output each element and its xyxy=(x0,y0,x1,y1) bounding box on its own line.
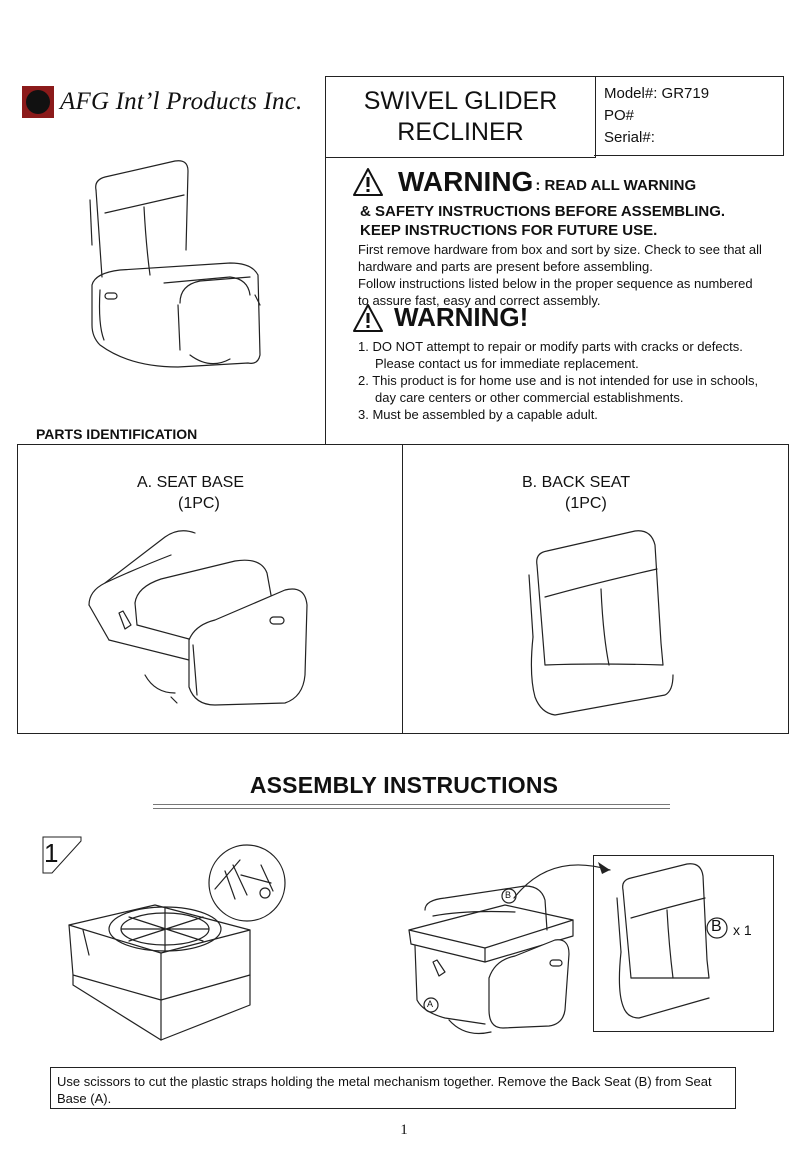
move-arrow-icon xyxy=(513,862,611,899)
part-a-label: A. SEAT BASE xyxy=(137,474,245,491)
quantity-label: x 1 xyxy=(733,922,752,938)
warning-body-4: to assure fast, easy and correct assembl… xyxy=(358,293,601,308)
seat-base-illustration xyxy=(88,530,308,706)
logo-mark-icon xyxy=(22,86,54,118)
part-b-label: B. BACK SEAT xyxy=(522,474,631,491)
warning-triangle-icon xyxy=(353,168,383,196)
model-info: Model#: GR719 PO# Serial#: xyxy=(594,76,784,156)
warning-body-3: Follow instructions listed below in the … xyxy=(358,276,753,291)
part-a-qty: (1PC) xyxy=(178,495,220,512)
po-number: PO# xyxy=(604,107,635,124)
callout-b-detail: B xyxy=(711,918,722,935)
warning-panel xyxy=(325,156,785,444)
box-mechanism-illustration xyxy=(68,844,286,1041)
parts-panel xyxy=(17,444,789,734)
back-seat-detail-box xyxy=(593,855,774,1032)
model-number: Model#: GR719 xyxy=(604,85,710,102)
parts-divider xyxy=(402,444,403,734)
back-seat-detail-illustration xyxy=(616,863,710,1019)
step-number-tag xyxy=(42,836,82,874)
warning-title-2: WARNING! xyxy=(394,302,529,332)
warning-heading: WARNING : READ ALL WARNING xyxy=(352,166,696,198)
warning-heading-2: WARNING! xyxy=(352,302,528,333)
instruction-text: Use scissors to cut the plastic straps h… xyxy=(50,1067,736,1109)
callout-b: B xyxy=(505,890,512,900)
warning-body-1: First remove hardware from box and sort … xyxy=(358,242,762,257)
document-title: SWIVEL GLIDER RECLINER xyxy=(325,76,596,158)
warning-item-1b: Please contact us for immediate replacem… xyxy=(375,356,639,371)
warning-line-3: KEEP INSTRUCTIONS FOR FUTURE USE. xyxy=(360,222,658,239)
warning-subtitle: : READ ALL WARNING xyxy=(535,177,697,194)
assembly-divider xyxy=(153,804,670,809)
company-name: AFG Int’l Products Inc. xyxy=(60,88,303,115)
warning-triangle-icon xyxy=(353,303,383,332)
warning-item-1: 1. DO NOT attempt to repair or modify pa… xyxy=(358,339,743,354)
callout-b-circle-icon xyxy=(706,917,728,939)
warning-line-2: & SAFETY INSTRUCTIONS BEFORE ASSEMBLING. xyxy=(360,203,726,220)
callout-a: A xyxy=(427,999,434,1009)
page-number: 1 xyxy=(400,1122,408,1138)
part-b-qty: (1PC) xyxy=(565,495,607,512)
serial-number: Serial#: xyxy=(604,129,655,146)
title-line-1: SWIVEL GLIDER xyxy=(363,87,558,115)
warning-item-3: 3. Must be assembled by a capable adult. xyxy=(358,407,598,422)
warning-title: WARNING xyxy=(398,166,534,197)
recliner-illustration xyxy=(89,160,261,368)
warning-body-2: hardware and parts are present before as… xyxy=(358,259,653,274)
parts-identification-title: PARTS IDENTIFICATION xyxy=(36,426,198,442)
step-number: 1 xyxy=(44,838,59,868)
assembly-title: ASSEMBLY INSTRUCTIONS xyxy=(249,772,559,798)
warning-item-2: 2. This product is for home use and is n… xyxy=(358,373,759,388)
company-logo: AFG Int’l Products Inc. xyxy=(22,80,322,124)
warning-item-2b: day care centers or other commercial est… xyxy=(375,390,684,405)
back-seat-illustration xyxy=(528,530,674,716)
title-line-2: RECLINER xyxy=(397,118,524,146)
